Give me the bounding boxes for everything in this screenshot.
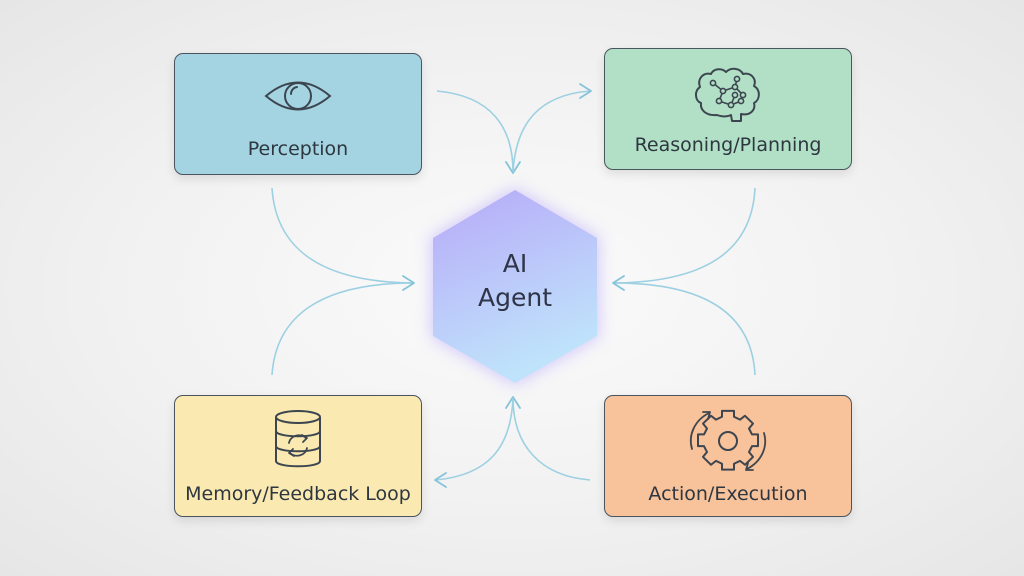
connector-memory-up bbox=[271, 282, 414, 376]
ai-agent-label-line2: Agent bbox=[478, 283, 552, 312]
perception-label: Perception bbox=[247, 138, 349, 160]
arrowhead-agent-right bbox=[612, 275, 625, 291]
memory-feedback-loop-box: Memory/Feedback Loop bbox=[174, 395, 422, 517]
action-execution-label: Action/Execution bbox=[648, 483, 808, 505]
connector-agent-to-reasoning bbox=[512, 90, 591, 173]
hexagon-shape bbox=[431, 188, 599, 385]
connector-action-up bbox=[613, 282, 756, 376]
arrowhead-agent-left bbox=[402, 275, 415, 291]
connector-perception-to-agent bbox=[436, 90, 514, 173]
action-execution-box: Action/Execution bbox=[604, 395, 852, 517]
arrowhead-agent-bottom bbox=[505, 396, 521, 409]
ai-agent-label: AI Agent bbox=[425, 247, 605, 315]
database-refresh-icon bbox=[275, 410, 321, 468]
reasoning-planning-box: Reasoning/Planning bbox=[604, 48, 852, 170]
connector-reasoning-down bbox=[613, 187, 756, 284]
memory-feedback-loop-label: Memory/Feedback Loop bbox=[185, 483, 411, 505]
connector-perception-down bbox=[271, 187, 414, 284]
connector-action-to-agent bbox=[512, 397, 591, 481]
ai-agent-label-line1: AI bbox=[502, 249, 528, 278]
arrowhead-reasoning bbox=[579, 83, 592, 99]
perception-box: Perception bbox=[174, 53, 422, 175]
brain-icon bbox=[695, 67, 760, 122]
reasoning-planning-label: Reasoning/Planning bbox=[634, 134, 822, 156]
arrowhead-agent-top bbox=[505, 161, 521, 174]
connector-agent-to-memory bbox=[435, 397, 514, 481]
ai-agent-hub: AI Agent bbox=[425, 185, 605, 390]
arrowhead-memory bbox=[434, 472, 447, 488]
gear-cycle-icon bbox=[689, 409, 767, 471]
eye-icon bbox=[264, 81, 332, 111]
